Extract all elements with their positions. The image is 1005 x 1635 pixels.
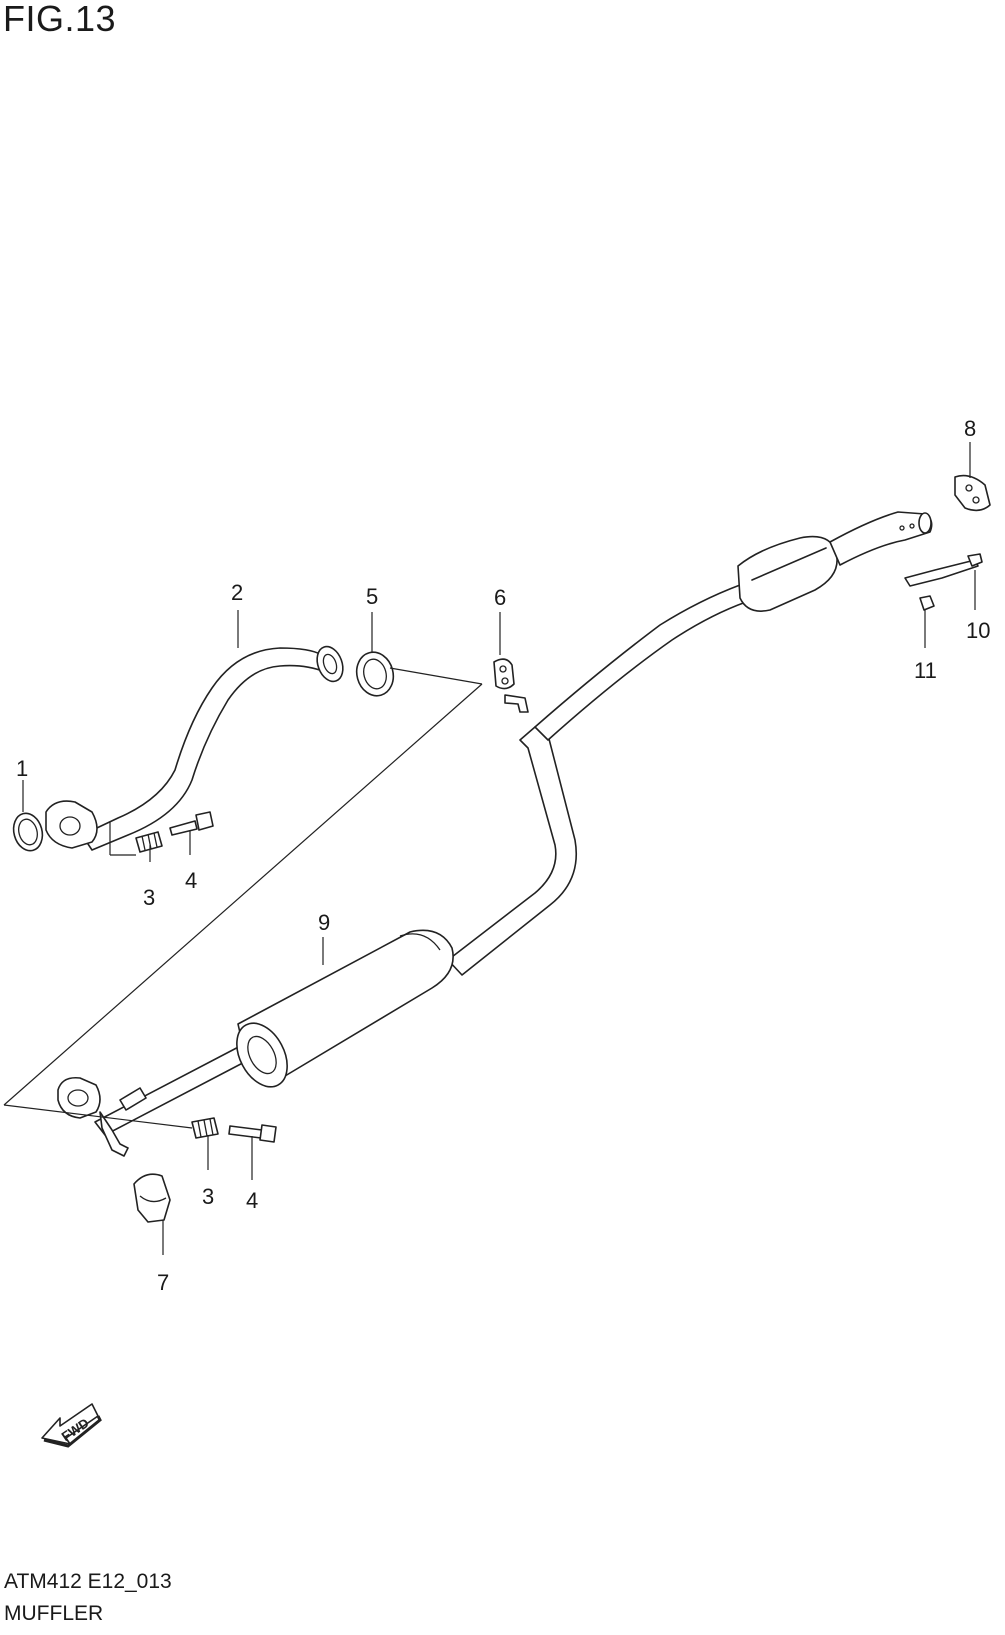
callout-2: 2 (231, 580, 243, 605)
mounting-rubber-8[interactable] (954, 474, 991, 512)
callout-9: 9 (318, 910, 330, 935)
callout-1: 1 (16, 756, 28, 781)
callout-10: 10 (966, 618, 990, 643)
callout-3-rear: 3 (202, 1184, 214, 1209)
callout-6: 6 (494, 585, 506, 610)
spring-3-rear[interactable] (191, 1117, 219, 1139)
callout-4-rear: 4 (246, 1188, 258, 1213)
main-exhaust-pipe-assembly[interactable] (94, 511, 933, 1136)
diagram-code: ATM412 E12_013 (4, 1570, 172, 1593)
bolt-4-rear[interactable] (228, 1124, 277, 1143)
gasket-1[interactable] (10, 810, 47, 854)
mounting-rubber-7[interactable] (133, 1173, 171, 1223)
fwd-arrow-icon: FWD (41, 1403, 102, 1448)
callout-11: 11 (914, 658, 937, 683)
spring-3-front[interactable] (135, 831, 163, 853)
diagram-name: MUFFLER (4, 1602, 104, 1625)
front-flange[interactable] (45, 800, 98, 849)
bolt-4-front[interactable] (169, 811, 214, 836)
figure-title: FIG.13 (3, 0, 117, 39)
callout-8: 8 (964, 416, 976, 441)
gasket-ring-5[interactable] (352, 648, 398, 700)
callout-7: 7 (157, 1270, 169, 1295)
hanger-bracket-10[interactable] (904, 553, 983, 587)
callout-5: 5 (366, 584, 378, 609)
callouts: 1 2 3 4 5 6 9 3 4 7 8 10 11 (16, 416, 990, 1295)
callout-4-front: 4 (185, 868, 197, 893)
callout-3-front: 3 (143, 885, 155, 910)
leader-lines (3, 442, 976, 1255)
mounting-rubber-6[interactable] (493, 658, 515, 690)
exhaust-front-pipe[interactable] (81, 643, 347, 851)
rear-flange[interactable] (57, 1076, 129, 1157)
bolt-11[interactable] (919, 595, 935, 611)
